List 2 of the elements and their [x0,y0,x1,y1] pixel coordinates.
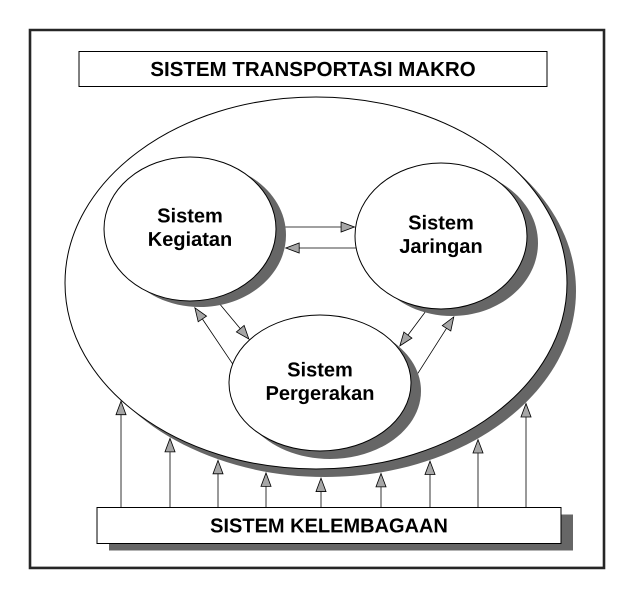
title-box: SISTEM TRANSPORTASI MAKRO [78,51,548,87]
base-box: SISTEM KELEMBAGAAN [96,506,573,550]
